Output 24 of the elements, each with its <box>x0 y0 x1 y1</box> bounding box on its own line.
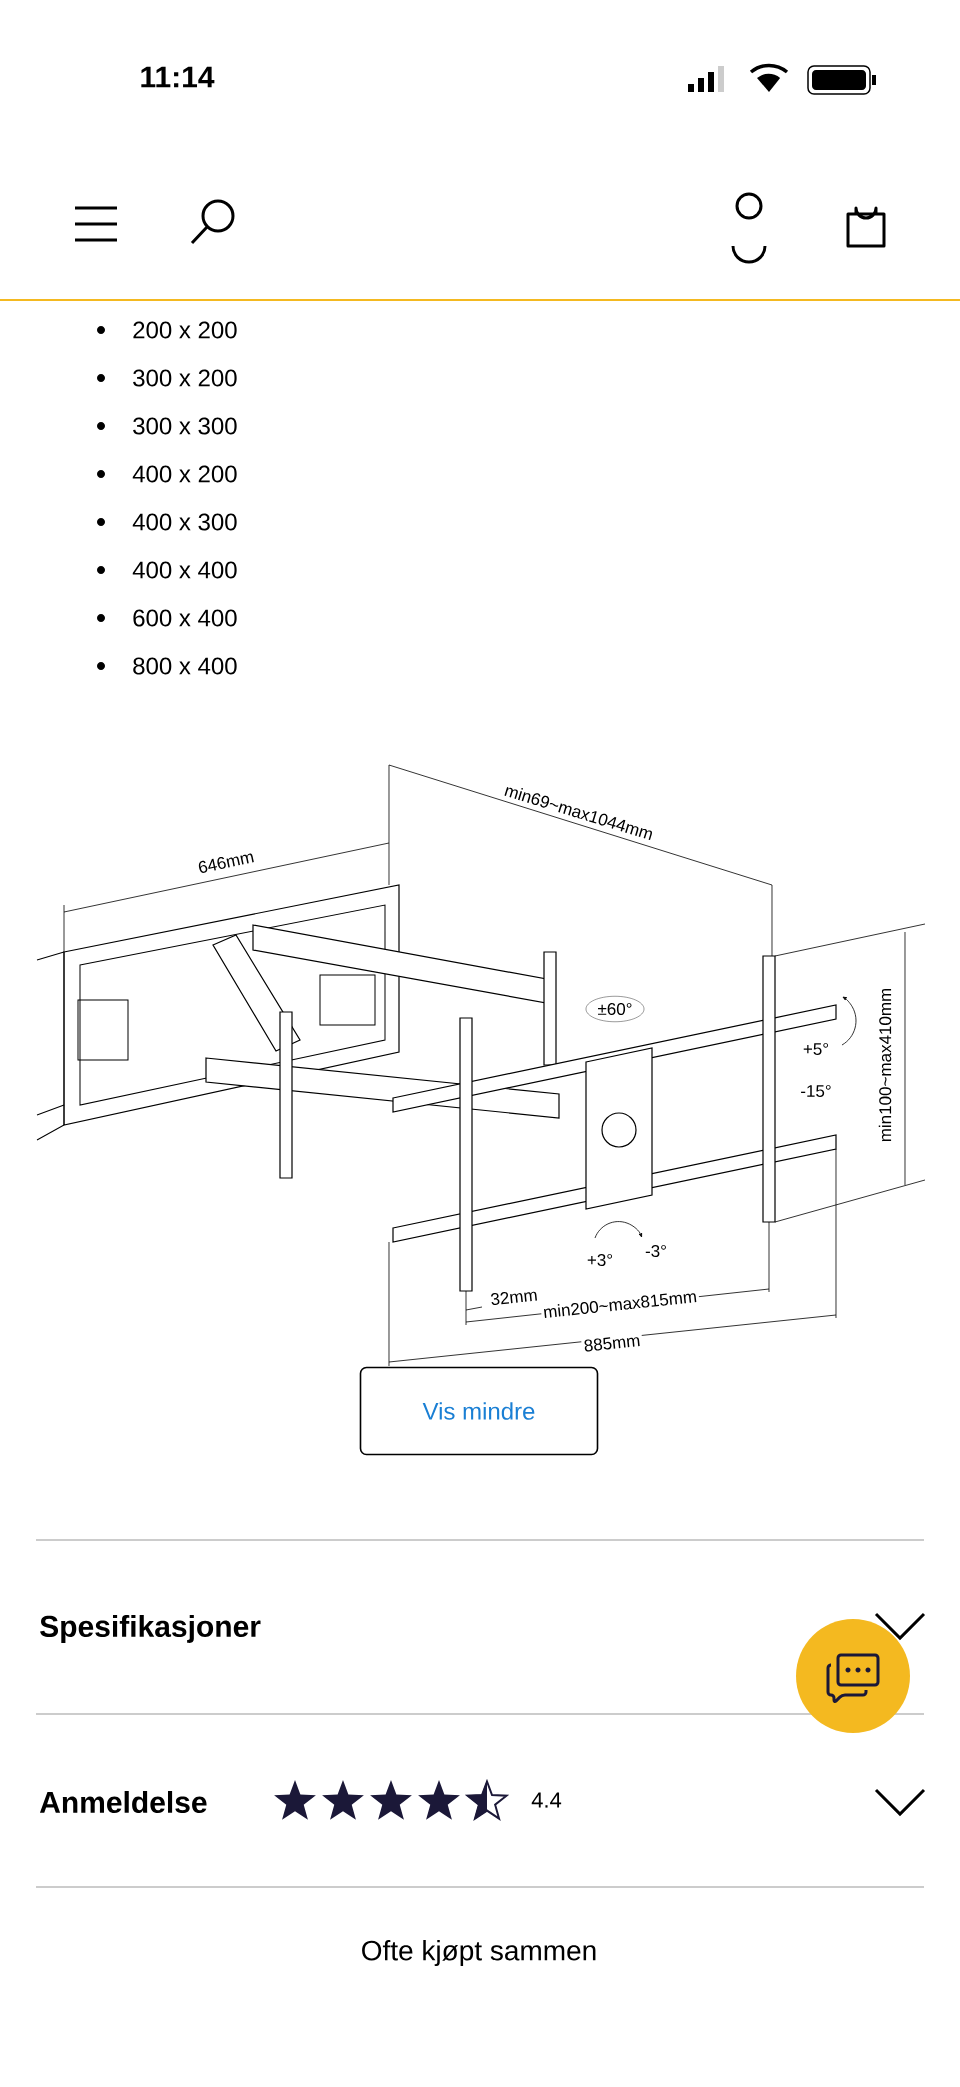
show-less-button: Vis mindre <box>359 1366 599 1456</box>
angle-label: ±60° <box>585 996 645 1022</box>
list-item: 300 x 200 <box>97 369 237 387</box>
status-time: 11:14 <box>137 64 217 90</box>
dimension-label: min200~max815mm <box>540 1287 700 1321</box>
rating-value: 4.4 <box>529 1790 564 1810</box>
list-item: 400 x 200 <box>97 465 237 483</box>
angle-label: +3° <box>584 1252 616 1269</box>
list-item: 400 x 400 <box>97 561 237 579</box>
dimension-label: min100~max410mm <box>876 985 894 1145</box>
list-item: 200 x 200 <box>97 321 237 339</box>
section-heading: Anmeldelse <box>37 1789 210 1816</box>
list-item: 300 x 300 <box>97 417 237 435</box>
list-item: 600 x 400 <box>97 609 237 627</box>
angle-label: -15° <box>798 1083 834 1100</box>
dimension-label: 646mm <box>194 847 258 877</box>
section-heading: Ofte kjøpt sammen <box>358 1937 600 1969</box>
dimension-label: 885mm <box>581 1331 643 1355</box>
list-item: 400 x 300 <box>97 513 237 531</box>
dimension-label: 32mm <box>487 1286 541 1308</box>
angle-label: -3° <box>643 1243 669 1260</box>
angle-label: +5° <box>800 1041 832 1058</box>
list-item: 800 x 400 <box>97 657 237 675</box>
section-heading: Spesifikasjoner <box>37 1613 263 1645</box>
